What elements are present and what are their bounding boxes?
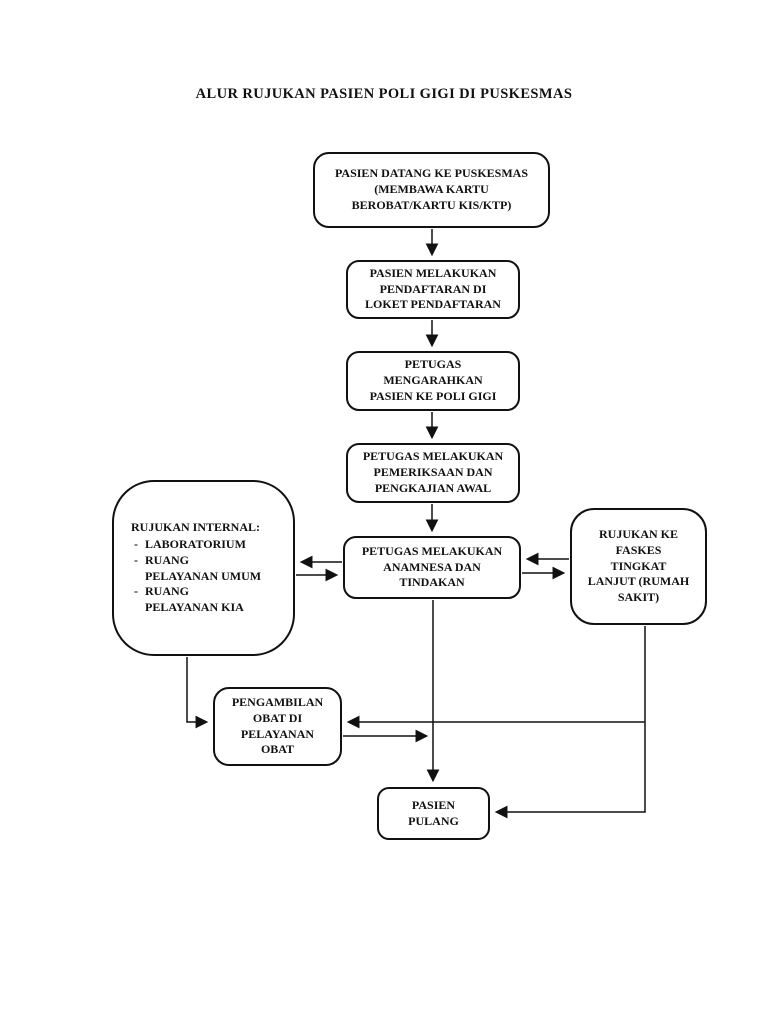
rujukan-internal-heading: RUJUKAN INTERNAL: [131, 520, 261, 535]
flow-node-label: PASIEN PULANG [408, 797, 459, 828]
flow-node-pasien-datang: PASIEN DATANG KE PUSKESMAS (MEMBAWA KART… [313, 152, 550, 228]
flow-node-pasien-pulang: PASIEN PULANG [377, 787, 490, 840]
flow-node-mengarahkan: PETUGAS MENGARAHKAN PASIEN KE POLI GIGI [346, 351, 520, 411]
flow-node-anamnesa: PETUGAS MELAKUKAN ANAMNESA DAN TINDAKAN [343, 536, 521, 599]
list-item-label: RUANG PELAYANAN KIA [145, 584, 244, 615]
list-dash: - [134, 584, 138, 599]
flow-node-rujukan-faskes: RUJUKAN KE FASKES TINGKAT LANJUT (RUMAH … [570, 508, 707, 625]
flow-node-label: RUJUKAN KE FASKES TINGKAT LANJUT (RUMAH … [587, 526, 690, 605]
connector-faskes-to-pulang [494, 626, 646, 819]
flow-node-label: PASIEN MELAKUKAN PENDAFTARAN DI LOKET PE… [365, 265, 501, 312]
flow-node-pengambilan-obat: PENGAMBILAN OBAT DI PELAYANAN OBAT [213, 687, 342, 766]
flow-node-pemeriksaan: PETUGAS MELAKUKAN PEMERIKSAAN DAN PENGKA… [346, 443, 520, 503]
list-item-label: LABORATORIUM [145, 536, 246, 551]
flow-node-label: PENGAMBILAN OBAT DI PELAYANAN OBAT [231, 694, 324, 757]
flow-node-pendaftaran: PASIEN MELAKUKAN PENDAFTARAN DI LOKET PE… [346, 260, 520, 319]
flow-node-label: PETUGAS MELAKUKAN PEMERIKSAAN DAN PENGKA… [362, 449, 504, 495]
flow-node-label: PASIEN DATANG KE PUSKESMAS (MEMBAWA KART… [334, 166, 529, 212]
flow-node-rujukan-internal: RUJUKAN INTERNAL: - LABORATORIUM - RUANG… [112, 480, 295, 656]
list-item: - RUANG PELAYANAN KIA [131, 584, 285, 616]
rujukan-internal-list: RUJUKAN INTERNAL: - LABORATORIUM - RUANG… [131, 520, 285, 616]
flow-node-label: PETUGAS MELAKUKAN ANAMNESA DAN TINDAKAN [361, 543, 503, 590]
list-item: - RUANG PELAYANAN UMUM [131, 553, 285, 585]
list-item: - LABORATORIUM [131, 537, 285, 553]
connector-internal-to-pengambilan [186, 657, 209, 729]
flow-node-label: PETUGAS MENGARAHKAN PASIEN KE POLI GIGI [369, 357, 497, 403]
page-title: ALUR RUJUKAN PASIEN POLI GIGI DI PUSKESM… [195, 86, 573, 102]
list-item-label: RUANG PELAYANAN UMUM [145, 552, 262, 583]
list-dash: - [134, 552, 138, 567]
list-dash: - [134, 536, 138, 551]
